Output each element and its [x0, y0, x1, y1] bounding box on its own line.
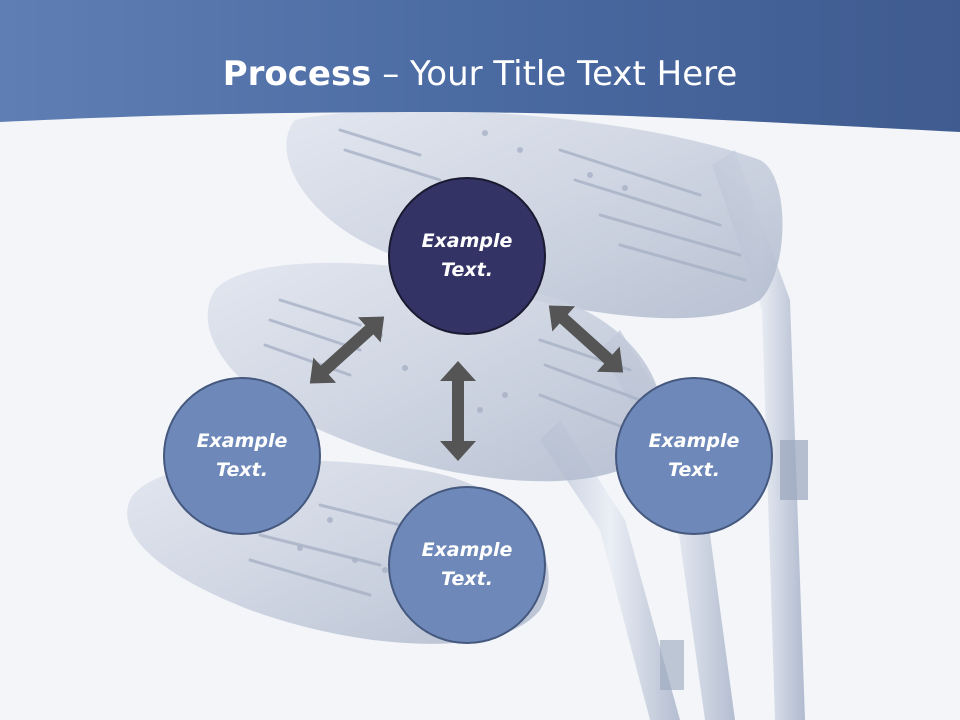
- node-text-line1: Example: [648, 430, 740, 452]
- slide-title: Process – Your Title Text Here: [0, 52, 960, 96]
- double-arrow-icon: [309, 316, 385, 384]
- club-shaft: [600, 330, 735, 720]
- node-text-line2: Text.: [441, 259, 493, 281]
- node-text-line2: Text.: [216, 459, 268, 481]
- club-shaft: [712, 150, 805, 720]
- title-bold: Process: [222, 54, 372, 94]
- node-text-line1: Example: [421, 539, 513, 561]
- club-head: [207, 262, 662, 482]
- node-text-line1: Example: [196, 430, 288, 452]
- title-rest: – Your Title Text Here: [371, 54, 738, 94]
- node-bottom[interactable]: Example Text.: [388, 486, 546, 644]
- node-center[interactable]: Example Text.: [388, 177, 546, 335]
- node-left[interactable]: Example Text.: [163, 377, 321, 535]
- node-right[interactable]: Example Text.: [615, 377, 773, 535]
- node-text-line1: Example: [421, 230, 513, 252]
- node-text-line2: Text.: [441, 568, 493, 590]
- node-text-line2: Text.: [668, 459, 720, 481]
- double-arrow-icon: [548, 305, 624, 373]
- double-arrow-icon: [440, 361, 476, 461]
- club-shaft: [540, 420, 680, 720]
- header-band: [0, 0, 960, 132]
